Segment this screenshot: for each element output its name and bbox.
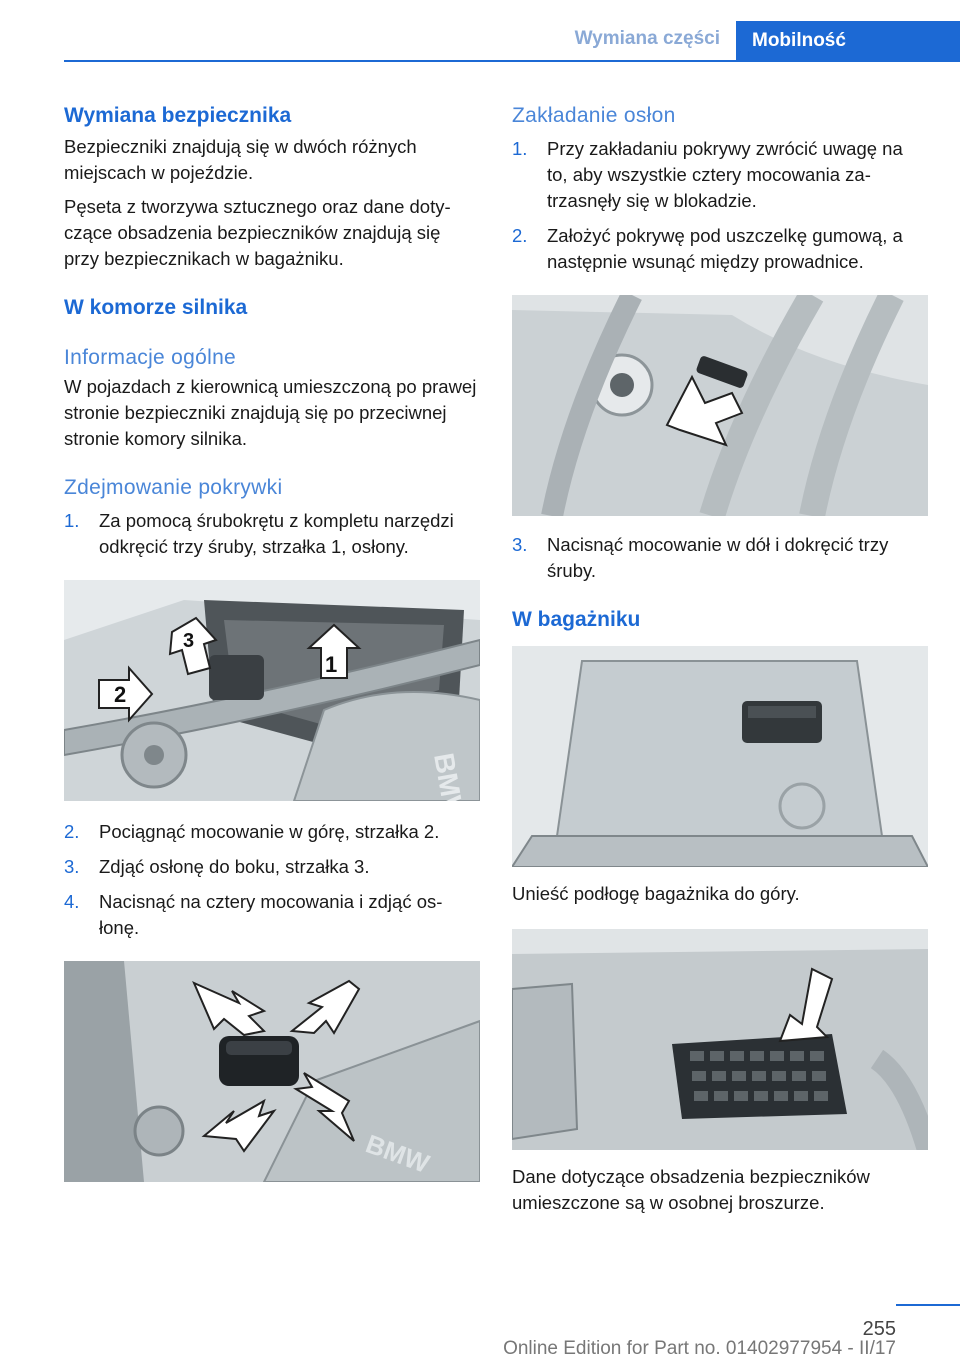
step-number: 4.	[64, 891, 80, 912]
step-number: 2.	[512, 225, 528, 246]
list-item: 3. Nacisnąć mocowanie w dół i dokręcić t…	[512, 532, 928, 584]
arrow-label-2: 2	[114, 682, 126, 707]
chapter-tab[interactable]: Mobilność	[736, 21, 960, 61]
heading-engine-compartment: W komorze silnika	[64, 296, 248, 319]
list-item: 2. Założyć pokrywę pod uszczelkę gumową,…	[512, 223, 928, 275]
heading-fuse-replacement: Wymiana bezpiecznika	[64, 104, 292, 127]
fuse-cover-clips-figure: BMW	[64, 961, 480, 1182]
edition-note: Online Edition for Part no. 01402977954 …	[503, 1338, 896, 1359]
step-text: Założyć pokrywę pod uszczelkę gumową, a …	[547, 225, 903, 272]
step-number: 3.	[64, 856, 80, 877]
removal-steps-b: 2. Pociągnąć mocowanie w górę, strzałka …	[64, 819, 480, 941]
page-number: 255	[862, 1318, 896, 1340]
list-item: 1. Za pomocą śrubokrętu z kompletu narzę…	[64, 508, 480, 560]
heading-trunk: W bagażniku	[512, 608, 641, 631]
list-item: 4. Nacisnąć na cztery mocowania i zdjąć …	[64, 889, 480, 941]
heading-cover-installation: Zakładanie osłon	[512, 104, 676, 127]
arrow-label-1: 1	[325, 652, 337, 677]
install-steps-b: 3. Nacisnąć mocowanie w dół i dokręcić t…	[512, 532, 928, 584]
footer-rule	[896, 1304, 960, 1306]
right-column: Zakładanie osłon 1. Przy zakładaniu pokr…	[512, 100, 928, 1216]
heading-general-info: Informacje ogólne	[64, 346, 237, 369]
step-text: Przy zakładaniu pokrywy zwrócić uwagę na…	[547, 138, 903, 211]
page-header: Wymiana części Mobilność	[0, 0, 960, 62]
cover-guide-figure	[512, 295, 928, 516]
step-number: 3.	[512, 534, 528, 555]
heading-cover-removal: Zdejmowanie pokrywki	[64, 476, 283, 499]
para-lift-floor: Unieść podłogę bagażnika do góry.	[512, 883, 800, 904]
list-item: 1. Przy zakładaniu pokrywy zwrócić uwagę…	[512, 136, 928, 214]
para-general-info: W pojazdach z kierownicą umieszczoną po …	[64, 376, 477, 449]
step-number: 2.	[64, 821, 80, 842]
removal-steps-a: 1. Za pomocą śrubokrętu z kompletu narzę…	[64, 508, 480, 560]
para-fuse-tweezers: Pęseta z tworzywa sztucznego oraz dane d…	[64, 196, 451, 269]
step-text: Nacisnąć na cztery mocowania i zdjąć os‐…	[99, 891, 443, 938]
step-number: 1.	[64, 510, 80, 531]
arrow-label-3: 3	[183, 630, 194, 652]
left-column: Wymiana bezpiecznika Bezpieczniki znajdu…	[64, 100, 480, 1182]
install-steps-a: 1. Przy zakładaniu pokrywy zwrócić uwagę…	[512, 136, 928, 275]
trunk-fuse-box-figure	[512, 929, 928, 1150]
list-item: 2. Pociągnąć mocowanie w górę, strzałka …	[64, 819, 480, 845]
section-tab[interactable]: Wymiana części	[574, 28, 720, 49]
step-text: Za pomocą śrubokrętu z kompletu narzędzi…	[99, 510, 454, 557]
para-fuse-assignment: Dane dotyczące obsadzenia bezpieczników …	[512, 1166, 870, 1213]
step-text: Nacisnąć mocowanie w dół i dokręcić trzy…	[547, 534, 889, 581]
step-text: Zdjąć osłonę do boku, strzałka 3.	[99, 856, 370, 877]
engine-cover-screws-figure: BMW 1 2 3	[64, 580, 480, 801]
trunk-floor-figure	[512, 646, 928, 867]
step-text: Pociągnąć mocowanie w górę, strzałka 2.	[99, 821, 440, 842]
header-rule	[64, 60, 960, 62]
para-fuse-locations: Bezpieczniki znajdują się w dwóch różnyc…	[64, 136, 417, 183]
list-item: 3. Zdjąć osłonę do boku, strzałka 3.	[64, 854, 480, 880]
step-number: 1.	[512, 138, 528, 159]
